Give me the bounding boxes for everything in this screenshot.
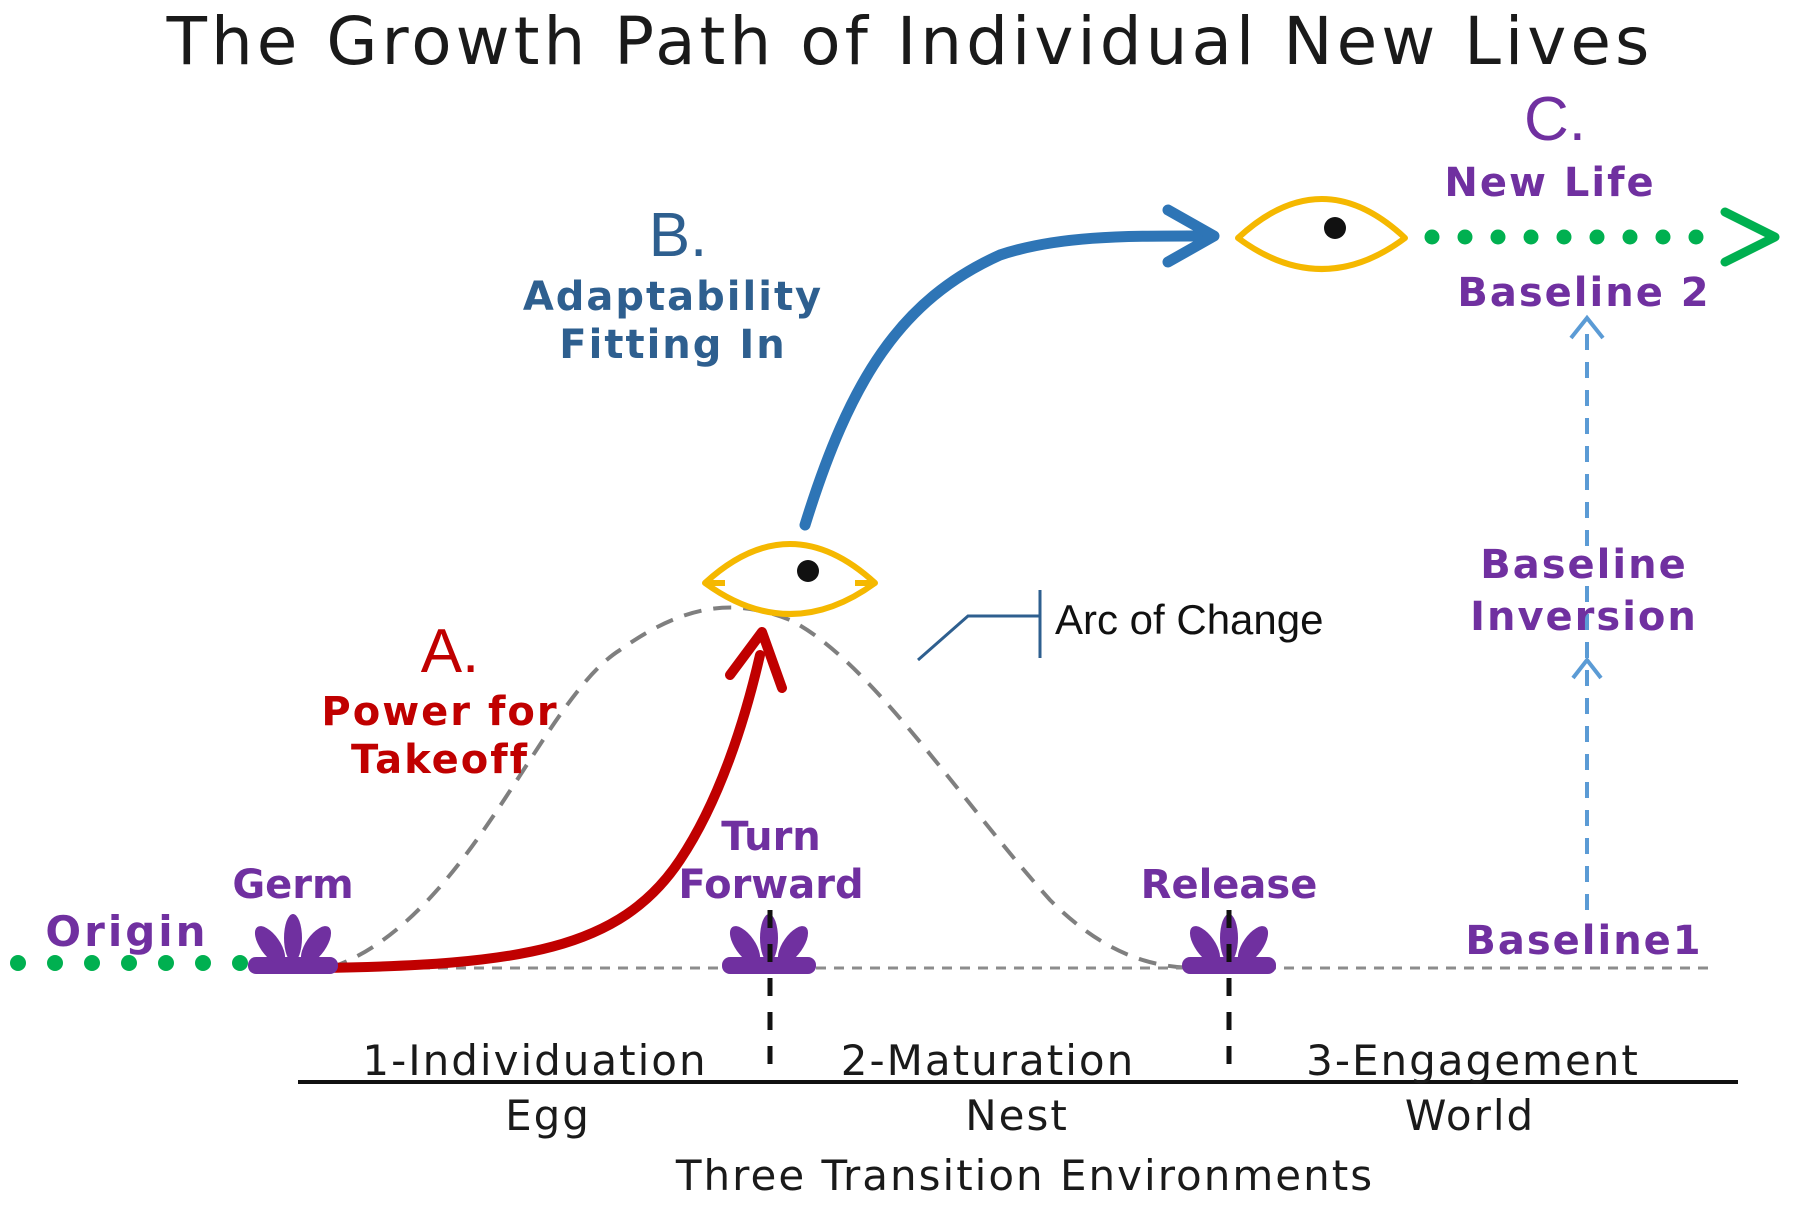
inversion-arrow-head-lower xyxy=(1571,656,1603,680)
environment-2-place: Nest xyxy=(965,1091,1069,1140)
environment-2-phase: 2-Maturation xyxy=(841,1036,1135,1085)
inversion-arrow-head-upper xyxy=(1569,314,1605,340)
stage-b-line1: Adaptability xyxy=(523,274,823,320)
stage-b-line2: Fitting In xyxy=(559,322,786,368)
adaptability-arrow xyxy=(799,230,1211,531)
turn-forward-label-1: Turn xyxy=(721,814,821,860)
arc-of-change-label: Arc of Change xyxy=(1055,596,1324,643)
stage-c-line1: New Life xyxy=(1444,160,1655,206)
stage-c-letter: C. xyxy=(1524,85,1586,154)
germ-label: Germ xyxy=(232,862,353,908)
power-arrow-head xyxy=(725,627,787,693)
turn-forward-label-2: Forward xyxy=(678,862,863,908)
diagram-title: The Growth Path of Individual New Lives xyxy=(166,3,1654,80)
environments-footer: Three Transition Environments xyxy=(675,1151,1374,1200)
baseline-inversion-label-2: Inversion xyxy=(1470,594,1698,640)
baseline-inversion-label-1: Baseline xyxy=(1480,542,1687,588)
stage-a-line1: Power for xyxy=(321,689,558,735)
environment-3-phase: 3-Engagement xyxy=(1306,1036,1640,1085)
arc-of-change-pointer xyxy=(917,614,1040,662)
environment-3-place: World xyxy=(1405,1091,1535,1140)
environment-1-phase: 1-Individuation xyxy=(362,1036,707,1085)
sprout-icon xyxy=(248,914,338,974)
sprout-icon xyxy=(722,914,816,974)
release-label: Release xyxy=(1141,862,1318,908)
stage-a-letter: A. xyxy=(421,617,480,686)
sprout-icon xyxy=(1182,914,1276,974)
power-for-takeoff-arrow xyxy=(315,650,765,973)
new-life-arrow-head xyxy=(1720,207,1780,267)
eye-icon xyxy=(1235,196,1408,272)
stage-b-letter: B. xyxy=(649,201,708,270)
arc-of-change-curve xyxy=(329,605,1201,970)
eye-icon xyxy=(702,541,878,617)
origin-dotted-line xyxy=(10,955,248,971)
new-life-dotted-arrow xyxy=(1424,229,1704,245)
origin-label: Origin xyxy=(45,907,208,956)
baseline2-label: Baseline 2 xyxy=(1457,270,1710,316)
environment-1-place: Egg xyxy=(505,1091,591,1140)
adaptability-arrow-head xyxy=(1162,204,1220,268)
stage-a-line2: Takeoff xyxy=(351,737,529,783)
baseline1-label: Baseline1 xyxy=(1465,918,1702,964)
